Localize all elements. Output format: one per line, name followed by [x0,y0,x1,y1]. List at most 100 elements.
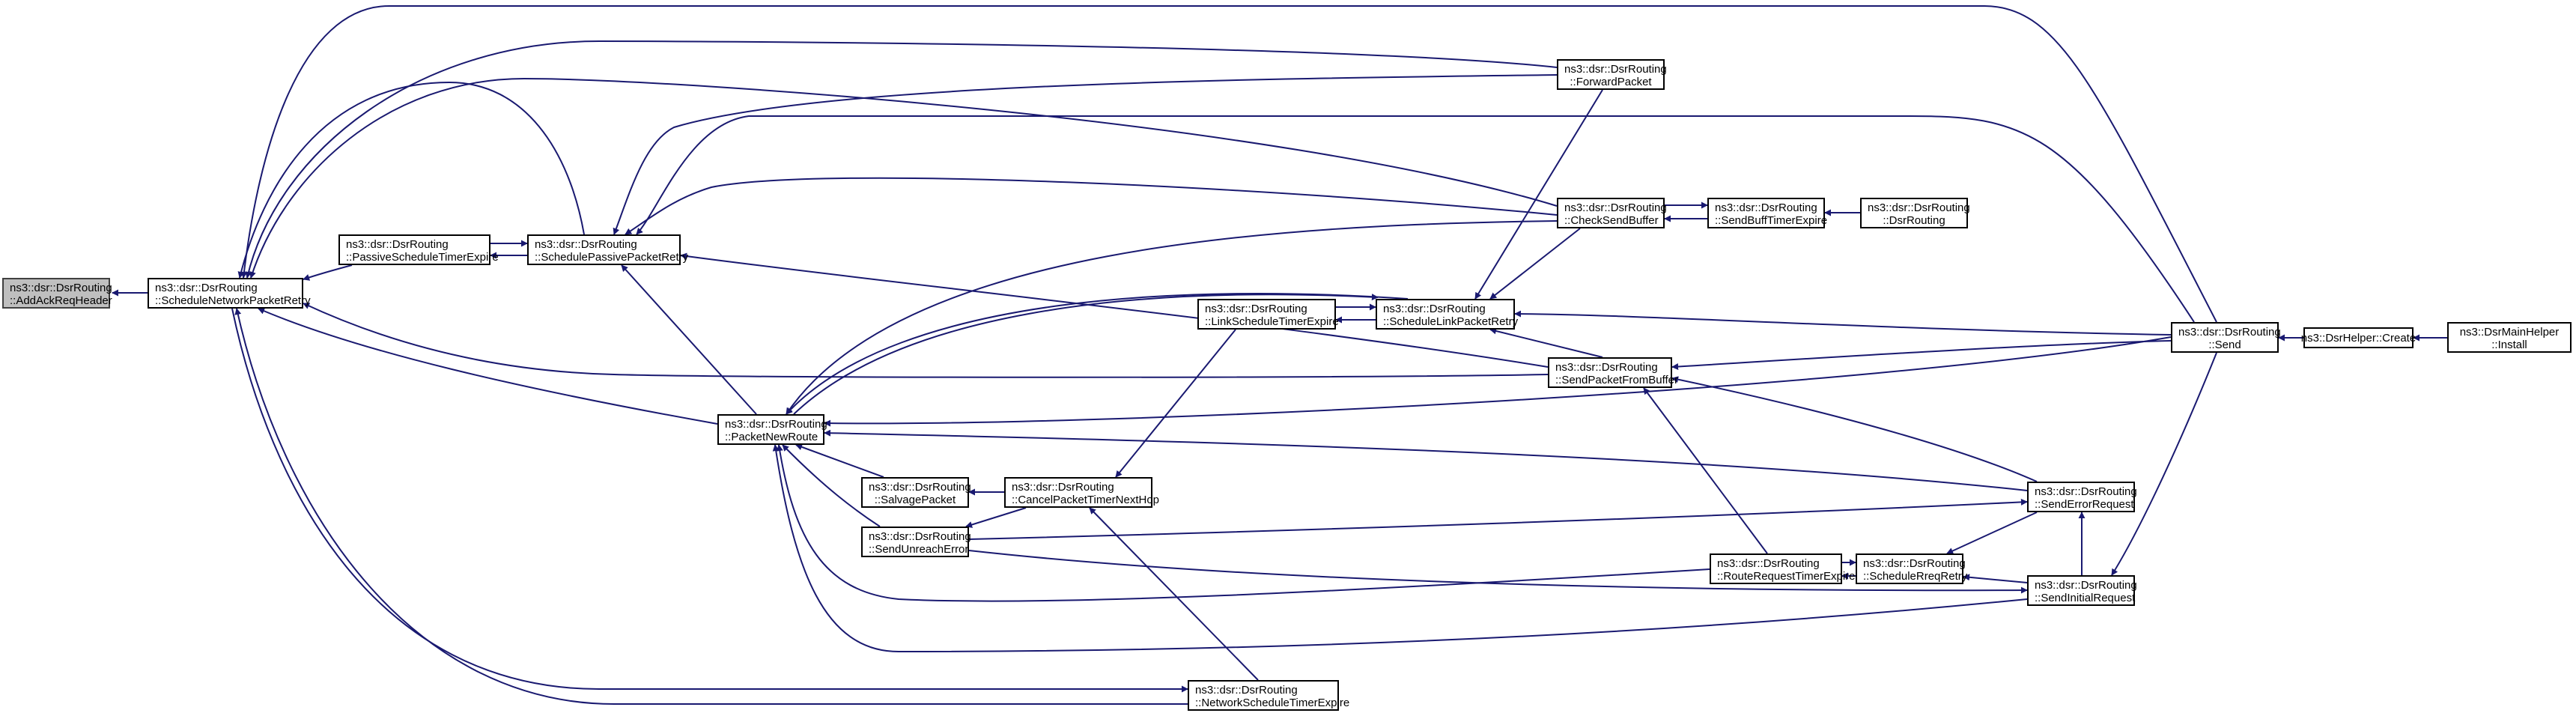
edge-cancelPacketTimerNextHop-to-sendUnreachError [965,507,1027,528]
node-send[interactable]: ns3::dsr::DsrRouting ::Send [2171,322,2281,353]
node-line2: ::RouteRequestTimerExpire [1717,570,1856,583]
node-packet-new-route[interactable]: ns3::dsr::DsrRouting ::PacketNewRoute [717,414,827,445]
edge-send-to-sendInitialRequest [2111,352,2217,576]
node-line1: ns3::dsr::DsrRouting [155,282,258,294]
node-cancel-packet-timer-next-hop[interactable]: ns3::dsr::DsrRouting ::CancelPacketTimer… [1004,477,1160,508]
node-line1: ns3::dsr::DsrRouting [535,238,637,251]
node-line2: ::SendUnreachError [869,543,969,556]
node-line1: ns3::dsr::DsrRouting [2178,326,2281,339]
edge-send-to-scheduleLinkPacketRetry [1514,310,2172,336]
node-line2: ::LinkScheduleTimerExpire [1205,315,1339,328]
edge-passiveScheduleTimerExpire-to-scheduleNetworkPacketRetry [303,264,353,281]
node-line1: ns3::DsrMainHelper [2459,326,2560,339]
node-line2: ::CancelPacketTimerNextHop [1012,494,1160,506]
node-send-packet-from-buffer[interactable]: ns3::dsr::DsrRouting ::SendPacketFromBuf… [1548,357,1678,388]
edge-sendErrorRequest-to-scheduleRreqRetry [1946,512,2038,554]
node-line1: ns3::dsr::DsrRouting [1717,557,1820,570]
node-line1: ns3::dsr::DsrRouting [1555,361,1658,374]
edge-sendErrorRequest-to-packetNewRoute [824,429,2028,491]
node-send-initial-request[interactable]: ns3::dsr::DsrRouting ::SendInitialReques… [2027,575,2137,606]
edge-send-to-sendPacketFromBuffer [1671,340,2172,371]
edge-forwardPacket-to-schedulePassivePacketRetry [613,74,1558,235]
node-line2: ::SalvagePacket [874,494,956,506]
node-dsr-main-helper-install[interactable]: ns3::DsrMainHelper ::Install [2447,322,2572,353]
edge-sendUnreachError-to-sendErrorRequest [968,498,2028,540]
node-network-schedule-timer-expire[interactable]: ns3::dsr::DsrRouting ::NetworkScheduleTi… [1188,680,1350,711]
node-schedule-network-packet-retry[interactable]: ns3::dsr::DsrRouting ::ScheduleNetworkPa… [148,278,311,309]
edge-send-to-schedulePassivePacketRetry [636,115,2195,323]
edge-sendErrorRequest-to-sendPacketFromBuffer [1671,376,2038,482]
node-line2: ::Install [2491,339,2527,351]
edge-checkSendBuffer-to-scheduleLinkPacketRetry [1489,228,1581,300]
edge-checkSendBuffer-to-schedulePassivePacketRetry [625,177,1558,235]
node-line2: ::SendPacketFromBuffer [1555,374,1678,386]
node-forward-packet[interactable]: ns3::dsr::DsrRouting ::ForwardPacket [1557,59,1667,90]
node-line1: ns3::dsr::DsrRouting [869,481,971,494]
node-line1: ns3::dsr::DsrRouting [1564,63,1667,76]
node-salvage-packet[interactable]: ns3::dsr::DsrRouting ::SalvagePacket [861,477,971,508]
node-line2: ::NetworkScheduleTimerExpire [1195,697,1350,709]
edge-sendUnreachError-to-sendInitialRequest [968,550,2028,594]
edge-sendPacketFromBuffer-to-scheduleLinkPacketRetry [1489,327,1603,358]
edge-sendInitialRequest-to-packetNewRoute [772,444,2028,653]
edge-scheduleNetworkPacketRetry-to-networkScheduleTimerExpire [231,308,1188,693]
node-line2: ::SendBuffTimerExpire [1715,214,1828,227]
node-line2: ::Send [2208,339,2241,351]
node-line1: ns3::dsr::DsrRouting [1205,303,1307,315]
edge-networkScheduleTimerExpire-to-scheduleNetworkPacketRetry [234,308,1188,705]
node-line2: ::SendErrorRequest [2035,498,2134,511]
edge-salvagePacket-to-packetNewRoute [795,443,884,478]
edge-schedulePassivePacketRetry-to-scheduleNetworkPacketRetry [237,81,585,279]
edge-checkSendBuffer-to-scheduleNetworkPacketRetry [249,77,1558,279]
node-schedule-link-packet-retry[interactable]: ns3::dsr::DsrRouting ::ScheduleLinkPacke… [1376,299,1519,330]
node-line1: ns3::dsr::DsrRouting [869,530,971,543]
edge-routeRequestTimerExpire-to-packetNewRoute [776,444,1710,602]
node-send-error-request[interactable]: ns3::dsr::DsrRouting ::SendErrorRequest [2027,482,2137,512]
node-line1: ns3::dsr::DsrRouting [1863,557,1966,570]
node-line1: ns3::dsr::DsrRouting [725,418,827,431]
node-line1: ns3::DsrHelper::Create [2300,331,2416,345]
edge-checkSendBuffer-to-packetNewRoute [786,220,1558,415]
node-line2: ::SchedulePassivePacketRetry [535,251,689,264]
node-add-ack-req-header[interactable]: ns3::dsr::DsrRouting ::AddAckReqHeader [2,278,112,309]
node-line1: ns3::dsr::DsrRouting [1564,201,1667,214]
node-line1: ns3::dsr::DsrRouting [10,282,112,294]
edge-sendInitialRequest-to-scheduleRreqRetry [1963,574,2028,583]
edge-routeRequestTimerExpire-to-sendPacketFromBuffer [1643,387,1768,554]
node-line2: ::ScheduleNetworkPacketRetry [155,294,311,307]
node-line1: ns3::dsr::DsrRouting [1195,684,1298,697]
node-line1: ns3::dsr::DsrRouting [2035,579,2137,592]
node-line2: ::PassiveScheduleTimerExpire [346,251,499,264]
node-send-unreach-error[interactable]: ns3::dsr::DsrRouting ::SendUnreachError [861,527,971,557]
node-line2: ::ScheduleRreqRetry [1863,570,1968,583]
node-route-request-timer-expire[interactable]: ns3::dsr::DsrRouting ::RouteRequestTimer… [1710,553,1856,584]
edge-linkScheduleTimerExpire-to-cancelPacketTimerNextHop [1115,329,1236,478]
node-line2: ::ScheduleLinkPacketRetry [1383,315,1519,328]
node-line1: ns3::dsr::DsrRouting [1868,201,1970,214]
edge-sendPacketFromBuffer-to-scheduleNetworkPacketRetry [303,303,1549,378]
node-schedule-rreq-retry[interactable]: ns3::dsr::DsrRouting ::ScheduleRreqRetry [1856,553,1968,584]
node-line2: ::PacketNewRoute [725,431,818,443]
node-schedule-passive-packet-retry[interactable]: ns3::dsr::DsrRouting ::SchedulePassivePa… [527,234,689,265]
node-line2: ::CheckSendBuffer [1564,214,1659,227]
edge-forwardPacket-to-scheduleNetworkPacketRetry [245,40,1558,279]
node-send-buff-timer-expire[interactable]: ns3::dsr::DsrRouting ::SendBuffTimerExpi… [1707,198,1828,228]
node-line1: ns3::dsr::DsrRouting [1012,481,1114,494]
edge-packetNewRoute-to-scheduleLinkPacketRetry [793,294,1379,415]
node-passive-schedule-timer-expire[interactable]: ns3::dsr::DsrRouting ::PassiveScheduleTi… [338,234,499,265]
edge-sendUnreachError-to-packetNewRoute [782,444,881,527]
node-line2: ::ForwardPacket [1570,76,1652,88]
node-check-send-buffer[interactable]: ns3::dsr::DsrRouting ::CheckSendBuffer [1557,198,1667,228]
node-line1: ns3::dsr::DsrRouting [2035,485,2137,498]
edge-packetNewRoute-to-schedulePassivePacketRetry [621,264,757,415]
node-line2: ::SendInitialRequest [2035,592,2136,604]
node-line1: ns3::dsr::DsrRouting [1383,303,1486,315]
node-link-schedule-timer-expire[interactable]: ns3::dsr::DsrRouting ::LinkScheduleTimer… [1197,299,1339,330]
edge-networkScheduleTimerExpire-to-cancelPacketTimerNextHop [1089,507,1259,681]
edge-sendPacketFromBuffer-to-schedulePassivePacketRetry [680,252,1549,368]
edge-send-to-packetNewRoute [824,336,2172,427]
node-dsr-routing-constructor[interactable]: ns3::dsr::DsrRouting ::DsrRouting [1860,198,1970,228]
node-line2: ::DsrRouting [1883,214,1945,227]
node-dsr-helper-create[interactable]: ns3::DsrHelper::Create [2300,327,2416,348]
